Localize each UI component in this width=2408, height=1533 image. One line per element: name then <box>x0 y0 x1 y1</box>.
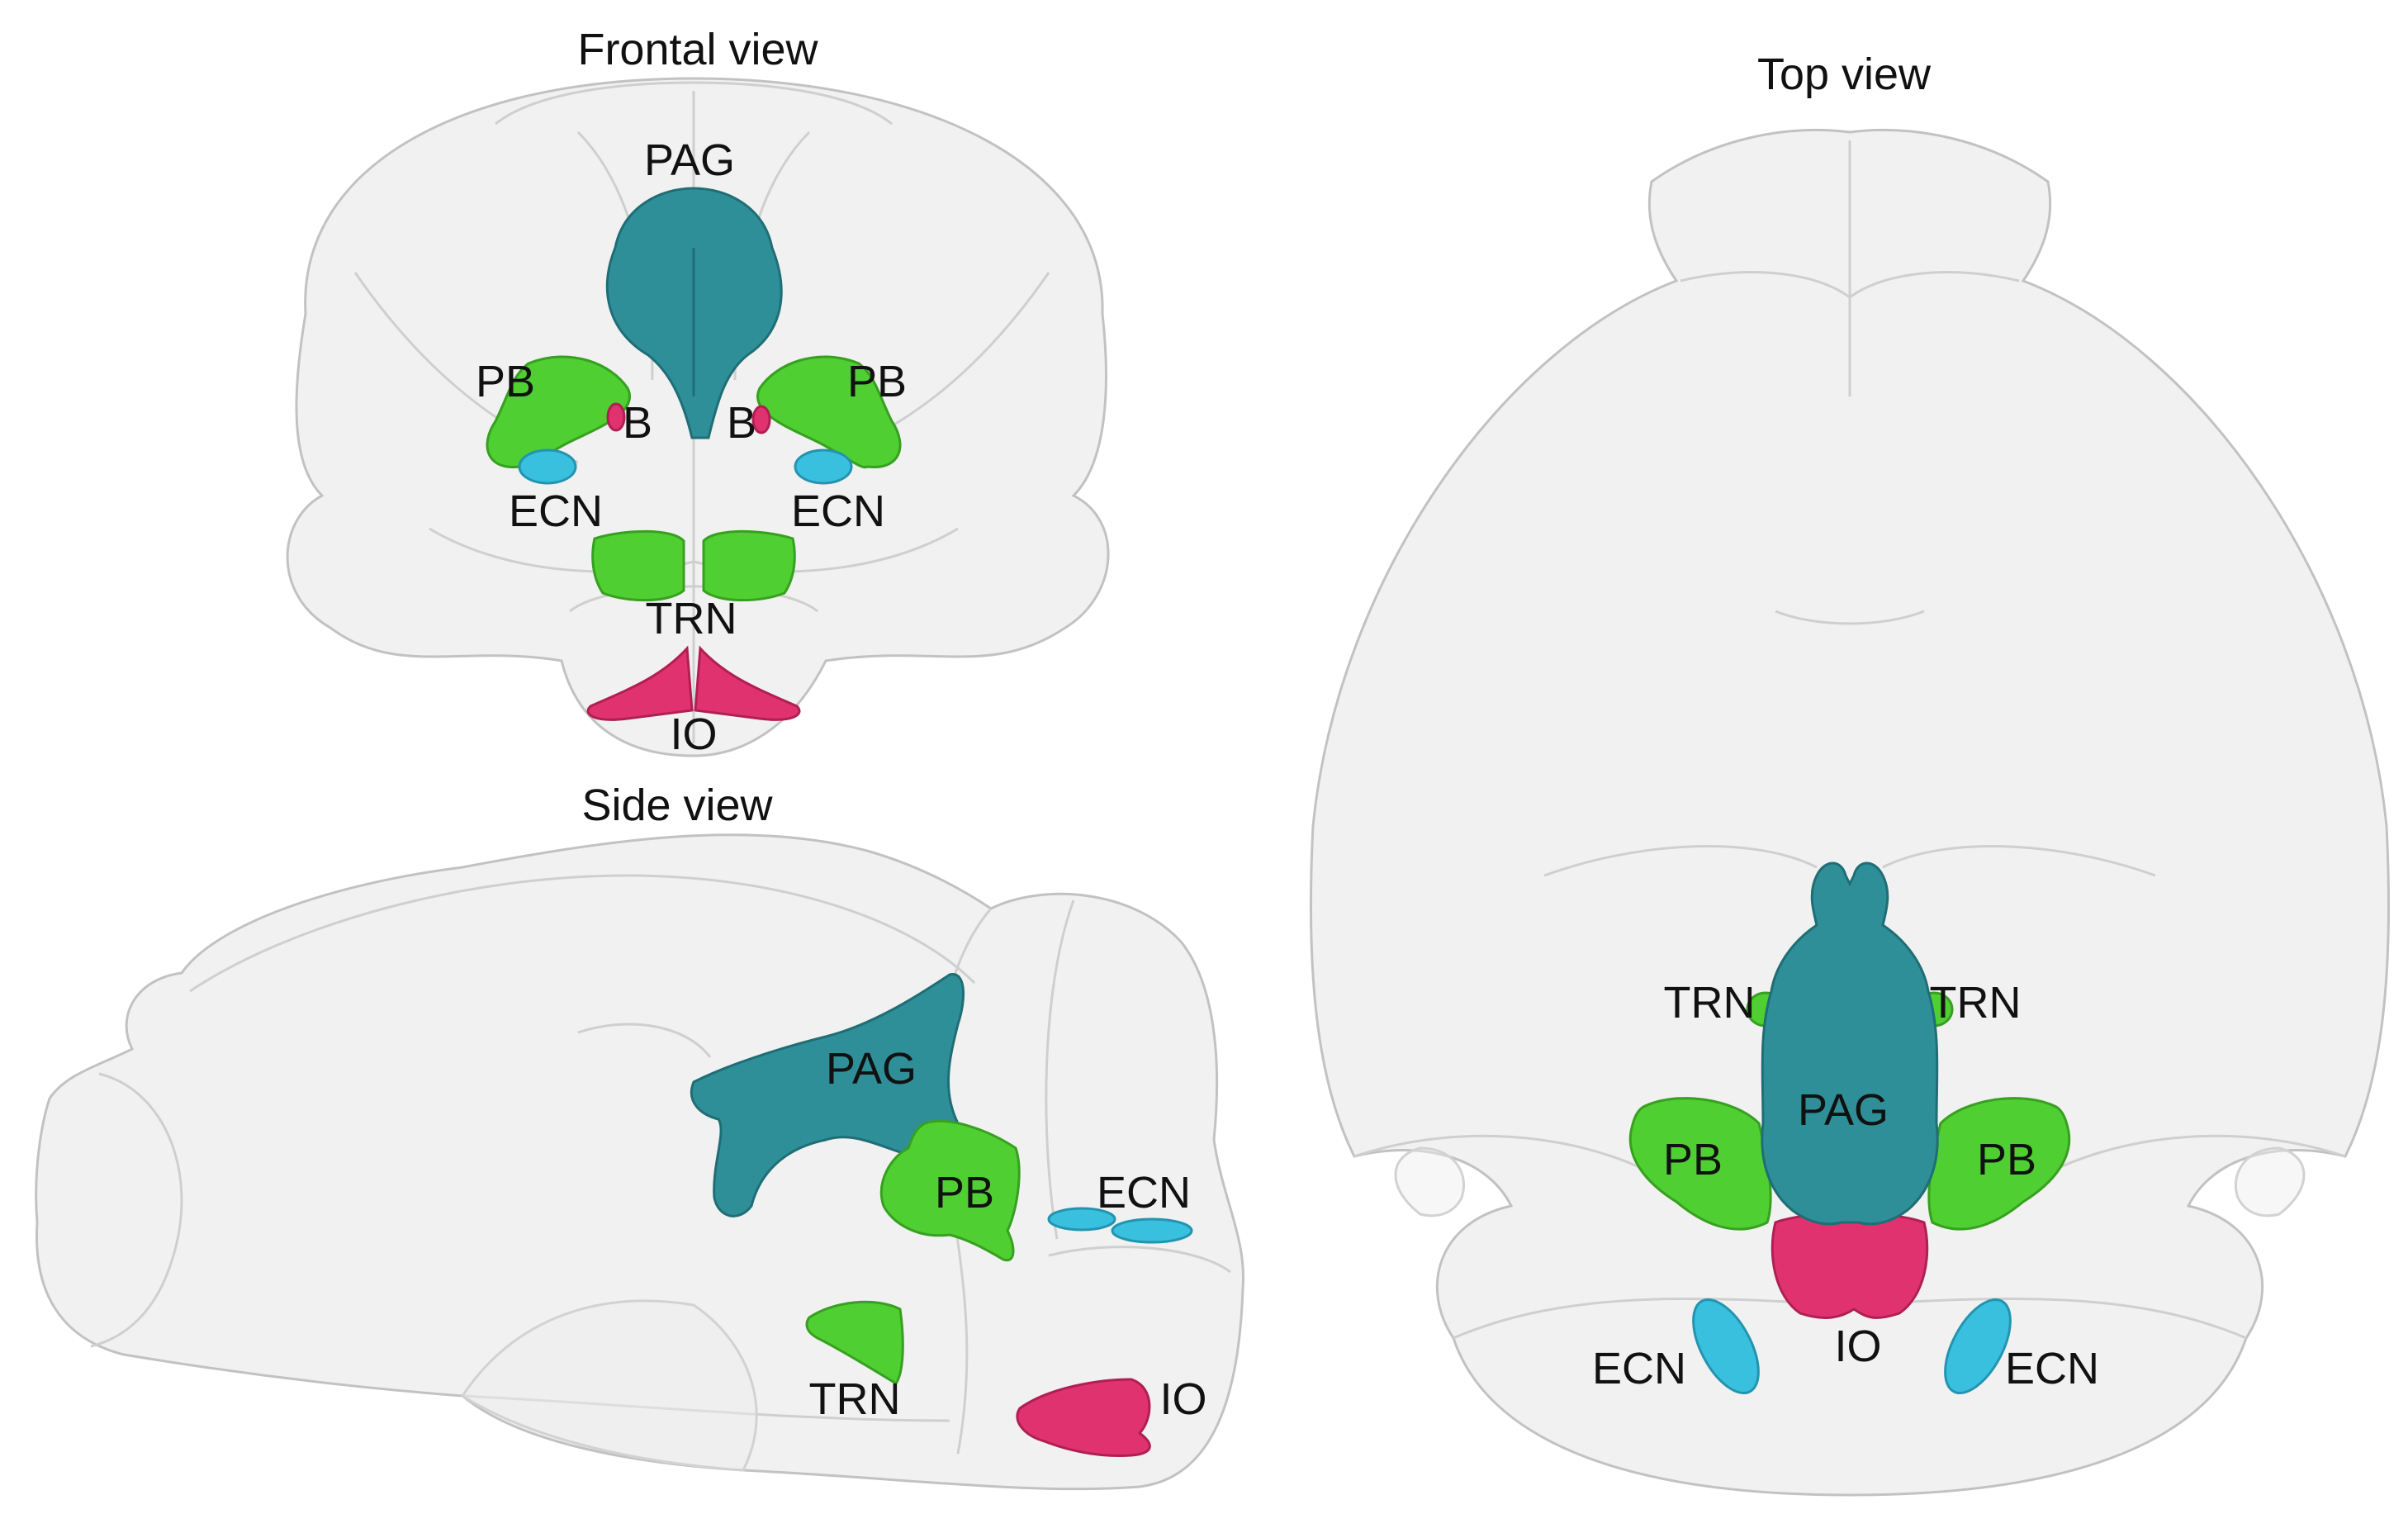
frontal-label-trn: TRN <box>646 594 737 643</box>
frontal-view-title: Frontal view <box>577 25 818 74</box>
side-label-ecn: ECN <box>1097 1168 1191 1217</box>
frontal-b-right-shape <box>751 405 771 434</box>
top-io-shape <box>1770 1212 1929 1319</box>
top-ecn-right-shape <box>1944 1298 2012 1395</box>
side-pb-shape <box>879 1119 1021 1262</box>
frontal-io-shape <box>586 645 801 721</box>
frontal-label-ecn-right: ECN <box>791 486 885 536</box>
side-label-io: IO <box>1159 1374 1206 1424</box>
side-ecn-right-shape <box>1111 1217 1193 1244</box>
frontal-label-b-left: B <box>623 398 652 448</box>
frontal-ecn-left-shape <box>518 449 577 485</box>
side-ecn-left-shape <box>1047 1207 1116 1232</box>
top-label-trn-right: TRN <box>1930 978 2022 1028</box>
top-view-title: Top view <box>1757 50 1932 99</box>
top-label-pb-right: PB <box>1977 1135 2036 1184</box>
top-label-pag: PAG <box>1798 1085 1889 1135</box>
side-label-pb: PB <box>935 1168 994 1217</box>
frontal-view-panel: Frontal view PAG PB PB B B ECN ECN TRN I… <box>286 25 1110 759</box>
top-view-panel: Top view TRN TRN PAG PB PB IO ECN ECN <box>1309 50 2391 1497</box>
top-label-trn-left: TRN <box>1664 978 1756 1028</box>
frontal-trn-right-shape <box>702 529 796 602</box>
frontal-label-pb-right: PB <box>847 357 907 406</box>
top-label-ecn-left: ECN <box>1592 1344 1686 1393</box>
top-ecn-left-shape <box>1692 1298 1760 1395</box>
side-view-panel: Side view PAG PB ECN TRN IO <box>35 781 1245 1491</box>
frontal-label-pag: PAG <box>644 135 735 185</box>
frontal-b-left-shape <box>606 402 626 432</box>
side-io-shape <box>1016 1378 1151 1458</box>
top-label-ecn-right: ECN <box>2005 1344 2099 1393</box>
side-trn-shape <box>805 1300 904 1386</box>
frontal-trn-left-shape <box>591 529 685 602</box>
frontal-ecn-right-shape <box>794 449 853 485</box>
top-label-pb-left: PB <box>1663 1135 1723 1184</box>
frontal-label-io: IO <box>670 710 717 759</box>
top-pb-right-shape <box>1927 1097 2071 1231</box>
frontal-label-ecn-left: ECN <box>509 486 603 536</box>
side-view-title: Side view <box>581 781 773 830</box>
side-label-pag: PAG <box>826 1044 917 1094</box>
top-label-io: IO <box>1834 1322 1881 1371</box>
frontal-label-b-right: B <box>727 398 756 448</box>
frontal-label-pb-left: PB <box>476 357 535 406</box>
top-pag-shape <box>1761 861 1939 1226</box>
top-pb-left-shape <box>1628 1097 1772 1231</box>
side-label-trn: TRN <box>809 1374 901 1424</box>
